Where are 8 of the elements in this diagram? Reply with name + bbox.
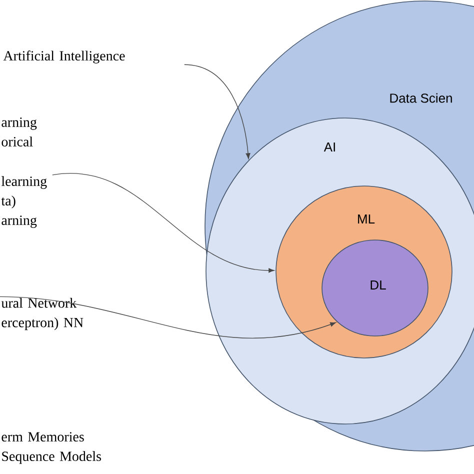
arrow — [52, 173, 274, 273]
annotation-text: learning ta) arning — [1, 176, 47, 228]
annotation-text: erm Memories Sequence Models — [2, 432, 101, 464]
annotation-text: Artificial Intelligence — [3, 50, 125, 64]
arrow — [184, 64, 250, 159]
arrow — [0, 296, 336, 338]
annotation-text: ural Network erceptron) NN — [1, 298, 84, 330]
annotation-text: arning orical — [2, 118, 37, 146]
